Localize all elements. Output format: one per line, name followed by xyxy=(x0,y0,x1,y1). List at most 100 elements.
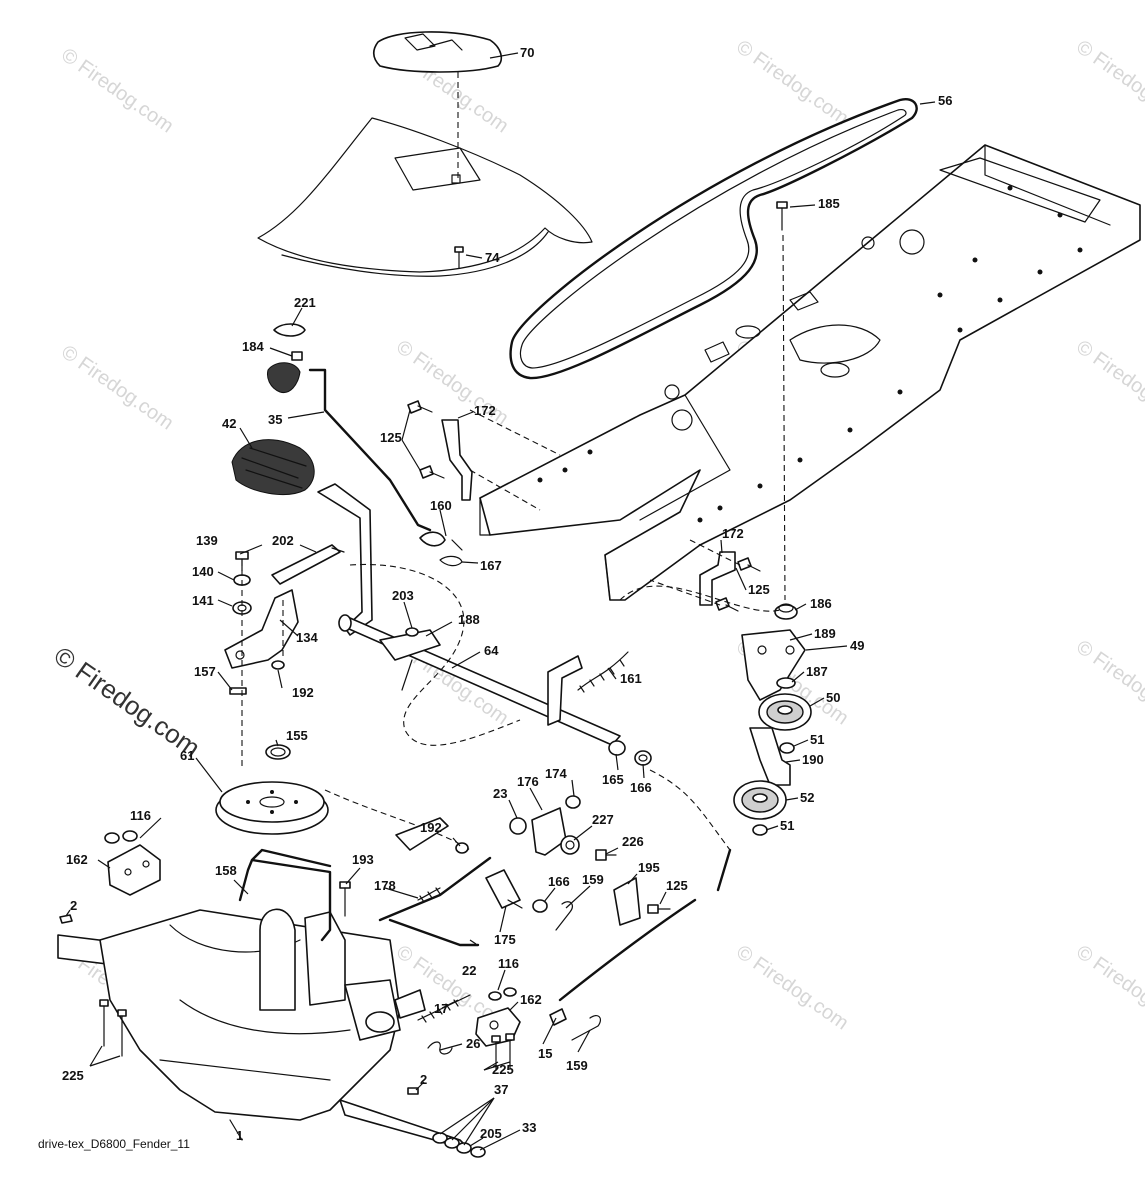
bracket-162-left xyxy=(107,844,161,896)
callout-176: 176 xyxy=(517,774,539,789)
callouts: 70 56 185 74 221 184 35 42 172 125 160 1… xyxy=(62,45,952,1143)
spring-26 xyxy=(427,1041,453,1055)
callout-155: 155 xyxy=(286,728,308,743)
leader-dash xyxy=(241,560,284,770)
callout-166: 166 xyxy=(630,780,652,795)
control-cable xyxy=(349,563,781,851)
washer-174 xyxy=(565,795,581,809)
callout-116: 116 xyxy=(498,956,519,971)
bolt-193 xyxy=(339,881,351,917)
callout-17: 17 xyxy=(434,1001,448,1016)
nut-51-lower xyxy=(752,824,768,836)
callout-192: 192 xyxy=(420,820,442,835)
knob-184 xyxy=(267,351,303,394)
rod-158 xyxy=(238,848,332,942)
callout-162: 162 xyxy=(66,852,88,867)
callout-70: 70 xyxy=(520,45,534,60)
pin-159-lower xyxy=(571,1014,602,1041)
shaft-175 xyxy=(485,869,523,909)
bolt-226 xyxy=(595,849,617,861)
washer-166 xyxy=(634,750,652,766)
callout-125: 125 xyxy=(748,582,770,597)
watermark: © Firedog.com xyxy=(1072,36,1145,129)
callout-225: 225 xyxy=(492,1062,514,1077)
key-2-lower xyxy=(407,1087,419,1095)
bracket-134 xyxy=(224,589,299,669)
bracket-172-lower xyxy=(699,551,736,606)
bracket-link xyxy=(547,655,583,726)
callout-172: 172 xyxy=(722,526,744,541)
callout-172: 172 xyxy=(474,403,496,418)
callout-195: 195 xyxy=(638,860,660,875)
frame-rail xyxy=(479,144,1141,601)
callout-188: 188 xyxy=(458,612,480,627)
spacer-186 xyxy=(774,603,798,620)
idler-bracket-190 xyxy=(749,727,791,786)
seat-pan-70 xyxy=(372,31,503,73)
lever-rod-35 xyxy=(308,368,432,532)
callout-159: 159 xyxy=(566,1058,588,1073)
callout-52: 52 xyxy=(800,790,814,805)
callout-15: 15 xyxy=(538,1046,552,1061)
washer-187 xyxy=(776,677,796,689)
key-2-upper xyxy=(59,914,73,924)
callout-192: 192 xyxy=(292,685,314,700)
leader-dash xyxy=(469,409,741,606)
callout-2: 2 xyxy=(420,1072,427,1087)
shift-lever-22 xyxy=(378,856,492,947)
bolt-125-lower xyxy=(647,904,671,914)
shift-arm-192 xyxy=(395,817,469,854)
callout-116: 116 xyxy=(130,808,151,823)
leader-lines xyxy=(65,52,936,1151)
pedal-arm xyxy=(317,483,373,636)
callout-184: 184 xyxy=(242,339,264,354)
callout-158: 158 xyxy=(215,863,237,878)
callout-174: 174 xyxy=(545,766,567,781)
callout-26: 26 xyxy=(466,1036,480,1051)
retaining-ring-155 xyxy=(265,744,291,760)
transmission-pulley-61 xyxy=(215,781,329,835)
callout-2: 2 xyxy=(70,898,77,913)
bolt-225-left xyxy=(99,999,127,1057)
spring-178 xyxy=(417,887,441,903)
bolt-225-right xyxy=(491,1033,515,1071)
callout-193: 193 xyxy=(352,852,374,867)
callout-42: 42 xyxy=(222,416,236,431)
idler-pulley-52 xyxy=(733,780,787,820)
callout-74: 74 xyxy=(485,250,500,265)
idler-arm-189 xyxy=(741,629,806,701)
rod-202 xyxy=(271,544,345,585)
idler-pulley-50 xyxy=(758,693,812,731)
callout-134: 134 xyxy=(296,630,318,645)
callout-33: 33 xyxy=(522,1120,536,1135)
callout-202: 202 xyxy=(272,533,294,548)
watermark: © Firedog.com xyxy=(57,341,177,434)
screw-74 xyxy=(454,246,464,269)
callout-178: 178 xyxy=(374,878,396,893)
clip-221 xyxy=(273,323,306,337)
bracket-195 xyxy=(613,877,641,926)
gear-227 xyxy=(560,835,580,855)
callout-157: 157 xyxy=(194,664,216,679)
callout-56: 56 xyxy=(938,93,952,108)
drive-belt-56 xyxy=(509,98,918,380)
watermark: © Firedog.com xyxy=(732,36,852,129)
washers-37 xyxy=(432,1132,472,1154)
callout-125: 125 xyxy=(666,878,688,893)
watermark: © Firedog.com xyxy=(1072,336,1145,429)
cross-shaft-64 xyxy=(338,614,621,746)
callout-185: 185 xyxy=(818,196,840,211)
leader-dash xyxy=(324,789,471,851)
callout-166: 166 xyxy=(548,874,570,889)
callout-167: 167 xyxy=(480,558,502,573)
callout-189: 189 xyxy=(814,626,836,641)
callout-227: 227 xyxy=(592,812,614,827)
nut-192-upper xyxy=(271,660,285,670)
bracket-176 xyxy=(531,807,567,856)
callout-175: 175 xyxy=(494,932,516,947)
bushing-165 xyxy=(608,740,626,756)
spring-161 xyxy=(577,651,629,693)
callout-125: 125 xyxy=(380,430,402,445)
callout-190: 190 xyxy=(802,752,824,767)
watermark: © Firedog.com xyxy=(57,44,177,137)
